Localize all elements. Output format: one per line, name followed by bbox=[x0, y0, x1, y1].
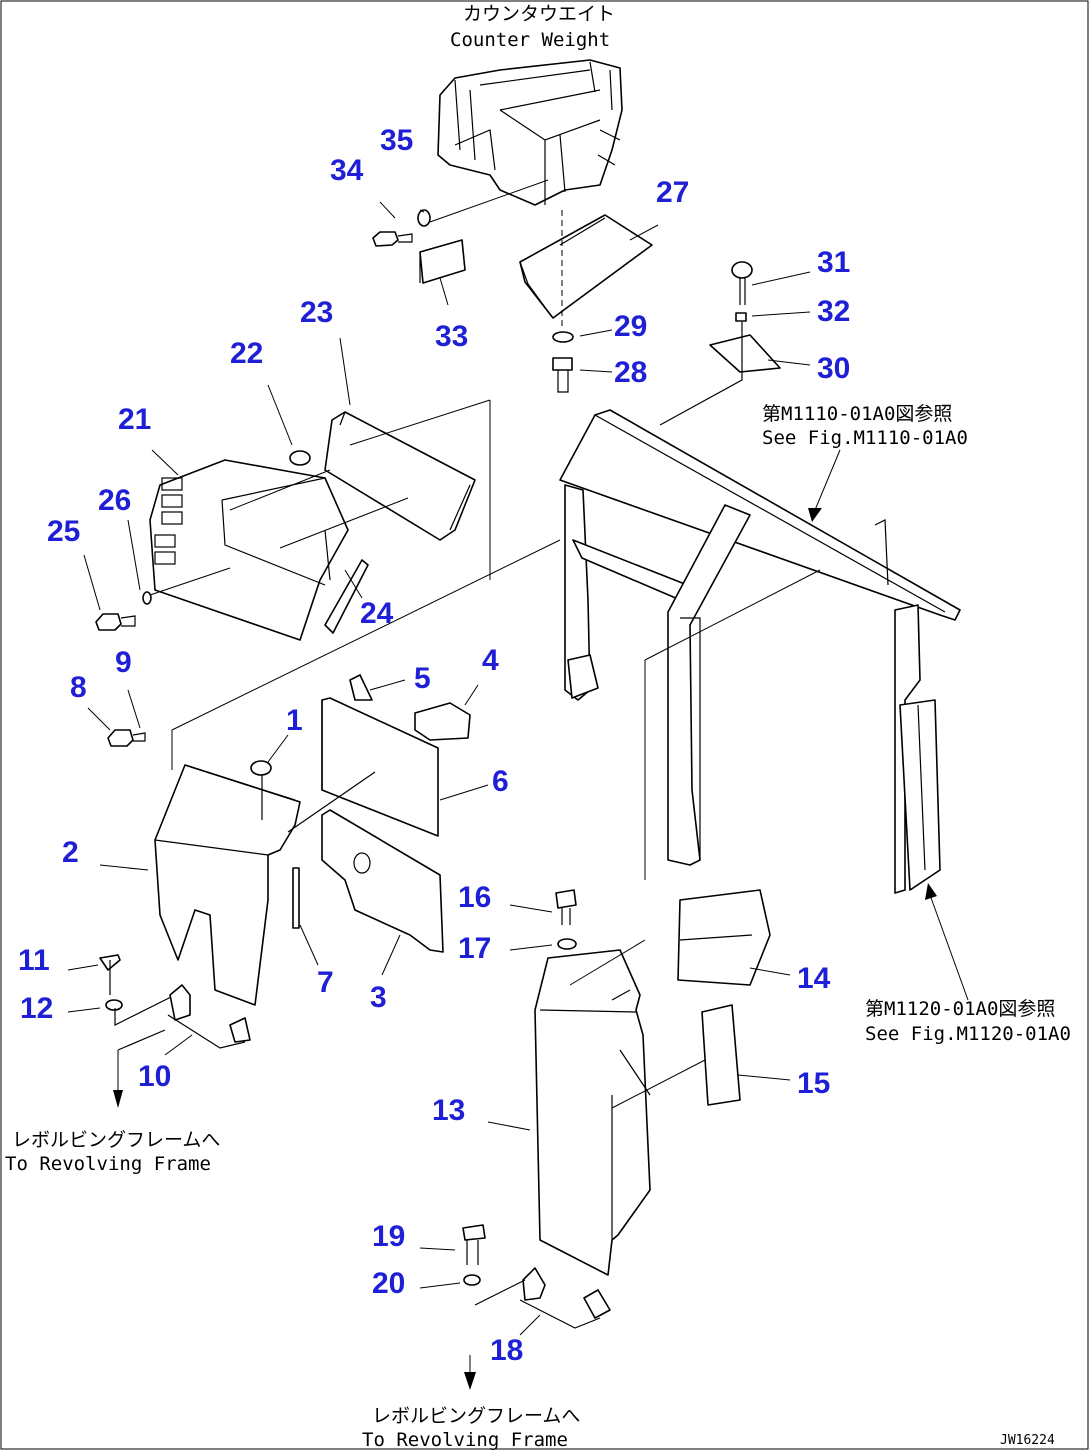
callout-16: 16 bbox=[458, 881, 491, 914]
see-fig-2-label-en: See Fig.M1120-01A0 bbox=[865, 1023, 1071, 1045]
vent-slots bbox=[154, 477, 183, 565]
plate-33-drawing bbox=[372, 179, 549, 284]
callout-12: 12 bbox=[20, 992, 53, 1025]
callout-18: 18 bbox=[490, 1334, 523, 1367]
revolving-frame-label-2-en: To Revolving Frame bbox=[362, 1429, 568, 1451]
callout-19: 19 bbox=[372, 1220, 405, 1253]
bracket-27-drawing bbox=[519, 210, 653, 393]
counterweight-label-jp: カウンタウエイト bbox=[463, 3, 615, 25]
bracket-10-drawing bbox=[99, 954, 251, 1108]
handle-30-drawing bbox=[659, 261, 781, 426]
callout-10: 10 bbox=[138, 1060, 171, 1093]
revolving-frame-label-1-en: To Revolving Frame bbox=[5, 1153, 211, 1175]
callout-7: 7 bbox=[317, 966, 334, 999]
revolving-frame-label-1-jp: レボルビングフレームへ bbox=[12, 1129, 220, 1151]
frame-drawing bbox=[559, 409, 969, 1001]
bolt-16-drawing bbox=[555, 889, 577, 950]
callout-21: 21 bbox=[118, 403, 151, 436]
revolving-frame-label-2-jp: レボルビングフレームへ bbox=[372, 1405, 580, 1427]
callout-numbers: 1 2 3 4 5 6 7 8 9 10 11 12 13 14 15 16 1… bbox=[18, 124, 850, 1367]
callout-22: 22 bbox=[230, 337, 263, 370]
guard-13-drawing bbox=[534, 889, 771, 1276]
callout-6: 6 bbox=[492, 765, 509, 798]
callout-35: 35 bbox=[380, 124, 413, 157]
callout-34: 34 bbox=[330, 154, 364, 187]
callout-28: 28 bbox=[614, 356, 647, 389]
callout-4: 4 bbox=[482, 644, 499, 677]
callout-13: 13 bbox=[432, 1094, 465, 1127]
callout-3: 3 bbox=[370, 981, 387, 1014]
callout-25: 25 bbox=[47, 515, 80, 548]
see-fig-1-label-en: See Fig.M1110-01A0 bbox=[762, 427, 968, 449]
callout-29: 29 bbox=[614, 310, 647, 343]
callout-30: 30 bbox=[817, 352, 850, 385]
callout-9: 9 bbox=[115, 646, 132, 679]
callout-17: 17 bbox=[458, 932, 491, 965]
callout-32: 32 bbox=[817, 295, 850, 328]
callout-leaders bbox=[67, 201, 811, 1336]
callout-14: 14 bbox=[797, 962, 831, 995]
cover-2-drawing bbox=[107, 539, 561, 1006]
callout-23: 23 bbox=[300, 296, 333, 329]
callout-26: 26 bbox=[98, 484, 131, 517]
cover-21-drawing bbox=[95, 399, 491, 641]
callout-33: 33 bbox=[435, 320, 468, 353]
callout-24: 24 bbox=[360, 597, 394, 630]
see-fig-2-label-jp: 第M1120-01A0図参照 bbox=[865, 998, 1055, 1020]
drawing-code: JW16224 bbox=[1000, 1433, 1055, 1448]
callout-5: 5 bbox=[414, 662, 431, 695]
counterweight-label-en: Counter Weight bbox=[450, 29, 610, 51]
callout-1: 1 bbox=[286, 704, 303, 737]
callout-15: 15 bbox=[797, 1067, 830, 1100]
callout-20: 20 bbox=[372, 1267, 405, 1300]
panel-3-drawing bbox=[321, 809, 444, 953]
see-fig-1-label-jp: 第M1110-01A0図参照 bbox=[762, 403, 952, 425]
callout-31: 31 bbox=[817, 246, 850, 279]
callout-8: 8 bbox=[70, 671, 87, 704]
callout-11: 11 bbox=[18, 944, 50, 977]
callout-27: 27 bbox=[656, 176, 689, 209]
callout-2: 2 bbox=[62, 836, 79, 869]
counterweight-drawing bbox=[437, 59, 623, 206]
bracket-18-drawing bbox=[462, 1224, 611, 1390]
panel-6-drawing bbox=[287, 674, 471, 837]
